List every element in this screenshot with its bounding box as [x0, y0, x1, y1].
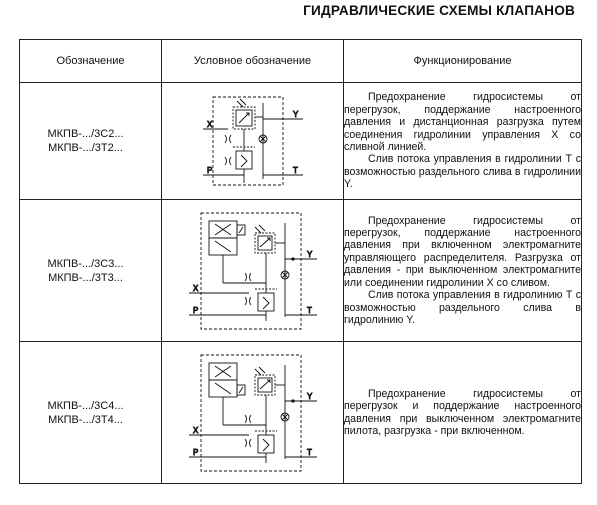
function-cell: Предохранение гидросистемы от перегрузок…: [343, 199, 582, 342]
function-cell: Предохранение гидросистемы от перегрузок…: [343, 341, 582, 484]
hydraulic-scheme-diagram: X P Y T: [188, 354, 317, 471]
table-row: МКПВ-.../3С4... МКПВ-.../3Т4...: [19, 341, 582, 484]
model-code: МКПВ-.../3С3...: [47, 257, 124, 270]
page-title: ГИДРАВЛИЧЕСКИЕ СХЕМЫ КЛАПАНОВ: [303, 3, 575, 18]
function-paragraph: Слив потока управления в гидролинию Т с …: [344, 289, 581, 326]
function-paragraph: Предохранение гидросистемы от перегрузок…: [344, 91, 581, 153]
port-label-t: T: [307, 306, 312, 315]
port-label-y: Y: [307, 250, 313, 259]
port-label-y: Y: [293, 110, 299, 119]
port-label-y: Y: [307, 392, 313, 401]
designation-cell: МКПВ-.../3С4... МКПВ-.../3Т4...: [19, 341, 162, 484]
function-cell: Предохранение гидросистемы от перегрузок…: [343, 82, 582, 200]
port-label-p: P: [193, 306, 198, 315]
model-code: МКПВ-.../3Т2...: [48, 142, 123, 154]
port-label-p: P: [207, 166, 212, 175]
table-row: МКПВ-.../3С2... МКПВ-.../3Т2...: [19, 82, 582, 200]
header-designation: Обозначение: [19, 39, 162, 83]
port-label-t: T: [307, 448, 312, 457]
header-symbol: Условное обозначение: [161, 39, 344, 83]
function-paragraph: Предохранение гидросистемы от перегрузок…: [344, 214, 581, 289]
symbol-cell: X P Y T: [161, 82, 344, 200]
port-label-x: X: [193, 284, 199, 293]
hydraulic-scheme-diagram: X P Y T: [202, 96, 303, 186]
function-paragraph: Слив потока управления в гидролинии Т с …: [344, 153, 581, 191]
designation-cell: МКПВ-.../3С2... МКПВ-.../3Т2...: [19, 82, 162, 200]
model-code: МКПВ-.../3Т3...: [48, 271, 123, 284]
symbol-cell: X P Y T: [161, 341, 344, 484]
function-paragraph: Предохранение гидросистемы от перегрузок…: [344, 387, 581, 437]
port-label-t: T: [293, 166, 298, 175]
port-label-x: X: [207, 120, 213, 129]
model-code: МКПВ-.../3Т4...: [48, 413, 123, 426]
port-label-p: P: [193, 448, 198, 457]
symbol-cell: X P Y T: [161, 199, 344, 342]
table-header-row: Обозначение Условное обозначение Функцио…: [19, 39, 582, 83]
valve-schemes-table: Обозначение Условное обозначение Функцио…: [19, 39, 582, 484]
table-row: МКПВ-.../3С3... МКПВ-.../3Т3...: [19, 199, 582, 342]
port-label-x: X: [193, 426, 199, 435]
hydraulic-scheme-diagram: X P Y T: [188, 212, 317, 329]
header-function: Функционирование: [343, 39, 582, 83]
model-code: МКПВ-.../3С4...: [47, 399, 124, 412]
designation-cell: МКПВ-.../3С3... МКПВ-.../3Т3...: [19, 199, 162, 342]
model-code: МКПВ-.../3С2...: [47, 128, 124, 140]
